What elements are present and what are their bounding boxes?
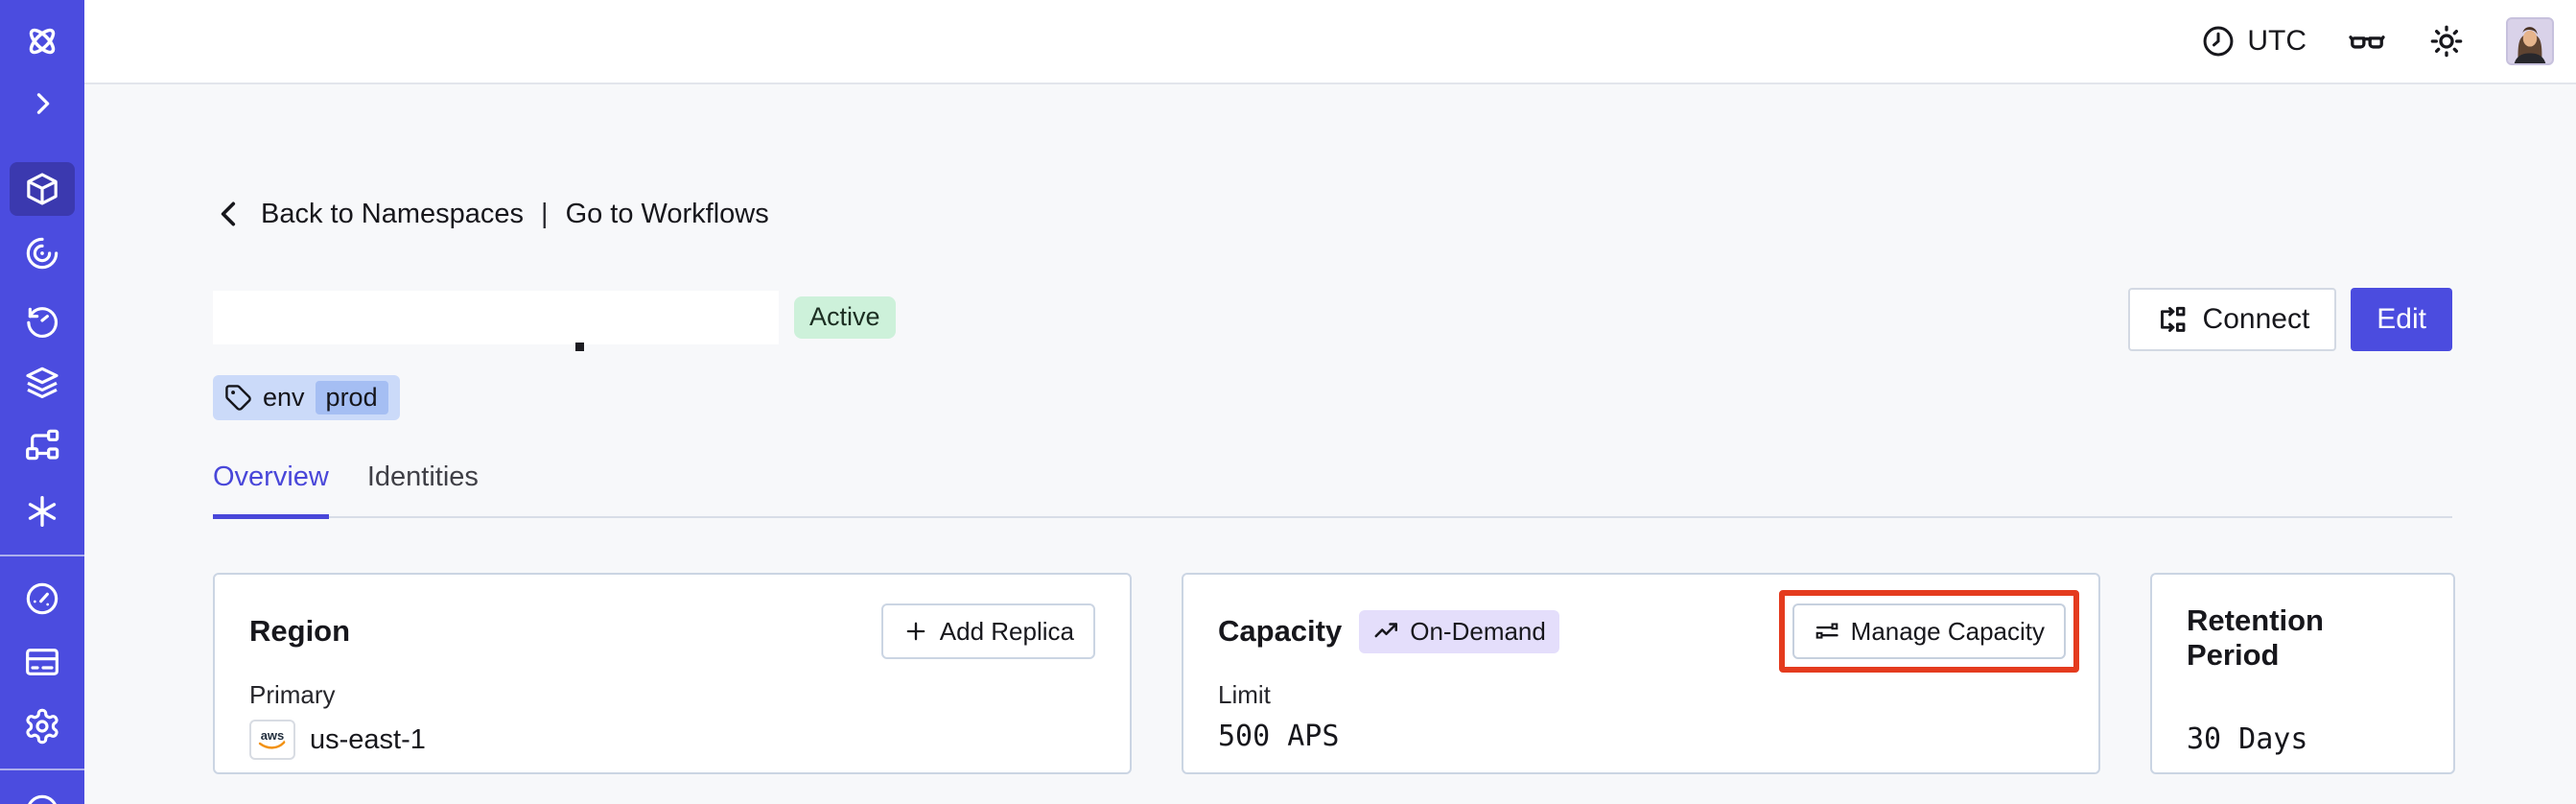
edit-button[interactable]: Edit — [2351, 288, 2452, 351]
manage-capacity-button[interactable]: Manage Capacity — [1791, 603, 2066, 659]
redacted-text-artifact — [575, 343, 584, 351]
back-to-namespaces-link[interactable]: Back to Namespaces — [261, 198, 525, 229]
connect-button-label: Connect — [2202, 303, 2310, 335]
namespace-name-redacted — [213, 291, 779, 344]
breadcrumb: Back to Namespaces | Go to Workflows — [213, 198, 769, 230]
capacity-card-title: Capacity — [1218, 614, 1343, 648]
connect-icon — [2155, 302, 2190, 337]
sidebar-item-help[interactable] — [10, 781, 75, 804]
namespace-title-row: Active — [213, 291, 896, 351]
go-to-workflows-link[interactable]: Go to Workflows — [565, 198, 769, 229]
manage-capacity-label: Manage Capacity — [1850, 616, 2045, 646]
glasses-feedback-icon[interactable] — [2347, 21, 2387, 61]
tag-value: prod — [315, 381, 388, 414]
retention-card: Retention Period 30 Days — [2150, 573, 2455, 774]
sidebar-item-batch-operations[interactable] — [10, 356, 75, 410]
aws-provider-icon: aws — [249, 720, 295, 760]
limit-label: Limit — [1218, 680, 1271, 709]
ondemand-badge-label: On-Demand — [1410, 616, 1546, 646]
sidebar-item-usage[interactable] — [10, 572, 75, 626]
status-badge: Active — [794, 296, 896, 339]
tag-icon — [224, 384, 252, 412]
top-bar: UTC — [84, 0, 2576, 84]
retention-value: 30 Days — [2187, 722, 2308, 756]
capacity-card: Capacity On-Demand — [1182, 573, 2100, 774]
ondemand-badge: On-Demand — [1359, 609, 1559, 653]
region-value: us-east-1 — [310, 723, 426, 755]
sidebar-item-nexus[interactable] — [10, 485, 75, 538]
aws-wordmark: aws — [261, 728, 285, 743]
tag-key: env — [263, 383, 305, 412]
sidebar-divider — [0, 555, 84, 556]
region-card: Region Add Replica Primary aws us-east-1 — [213, 573, 1132, 774]
sidebar-item-workflows[interactable] — [10, 226, 75, 280]
capacity-value: 500 APS — [1218, 720, 1340, 753]
annotation-highlight-box: Manage Capacity — [1778, 590, 2079, 673]
sliders-icon — [1814, 618, 1840, 645]
theme-toggle-sun-icon[interactable] — [2427, 22, 2466, 60]
overview-cards: Region Add Replica Primary aws us-east-1 — [213, 573, 2455, 774]
breadcrumb-separator: | — [541, 198, 549, 229]
trending-up-icon — [1372, 617, 1401, 646]
temporal-logo-icon[interactable] — [10, 14, 75, 68]
retention-card-title: Retention Period — [2187, 603, 2324, 672]
primary-label: Primary — [249, 680, 336, 709]
sidebar-item-schedules[interactable] — [10, 294, 75, 347]
timezone-selector[interactable]: UTC — [2201, 24, 2307, 59]
user-avatar[interactable] — [2506, 17, 2554, 65]
tab-overview[interactable]: Overview — [213, 461, 329, 519]
edit-button-label: Edit — [2377, 303, 2426, 335]
tags-row: env prod — [213, 375, 400, 420]
sidebar-item-deployments[interactable] — [10, 418, 75, 472]
sidebar-item-billing[interactable] — [10, 635, 75, 689]
clock-icon — [2201, 24, 2236, 59]
tab-identities[interactable]: Identities — [366, 461, 479, 492]
side-nav — [0, 0, 84, 804]
sidebar-divider-bottom — [0, 769, 84, 770]
add-replica-label: Add Replica — [939, 616, 1074, 646]
expand-sidebar-chevron-icon[interactable] — [10, 77, 75, 130]
sidebar-item-settings[interactable] — [10, 699, 75, 753]
region-card-title: Region — [249, 614, 351, 648]
connect-button[interactable]: Connect — [2127, 288, 2337, 351]
plus-icon — [902, 618, 929, 645]
namespace-tabs: Overview Identities — [213, 461, 2452, 519]
timezone-label: UTC — [2247, 25, 2307, 57]
add-replica-button[interactable]: Add Replica — [880, 603, 1095, 659]
back-chevron-icon — [213, 198, 246, 230]
header-actions: Connect Edit — [2127, 288, 2452, 351]
tag-chip-env-prod: env prod — [213, 375, 400, 420]
sidebar-item-namespaces[interactable] — [10, 162, 75, 216]
